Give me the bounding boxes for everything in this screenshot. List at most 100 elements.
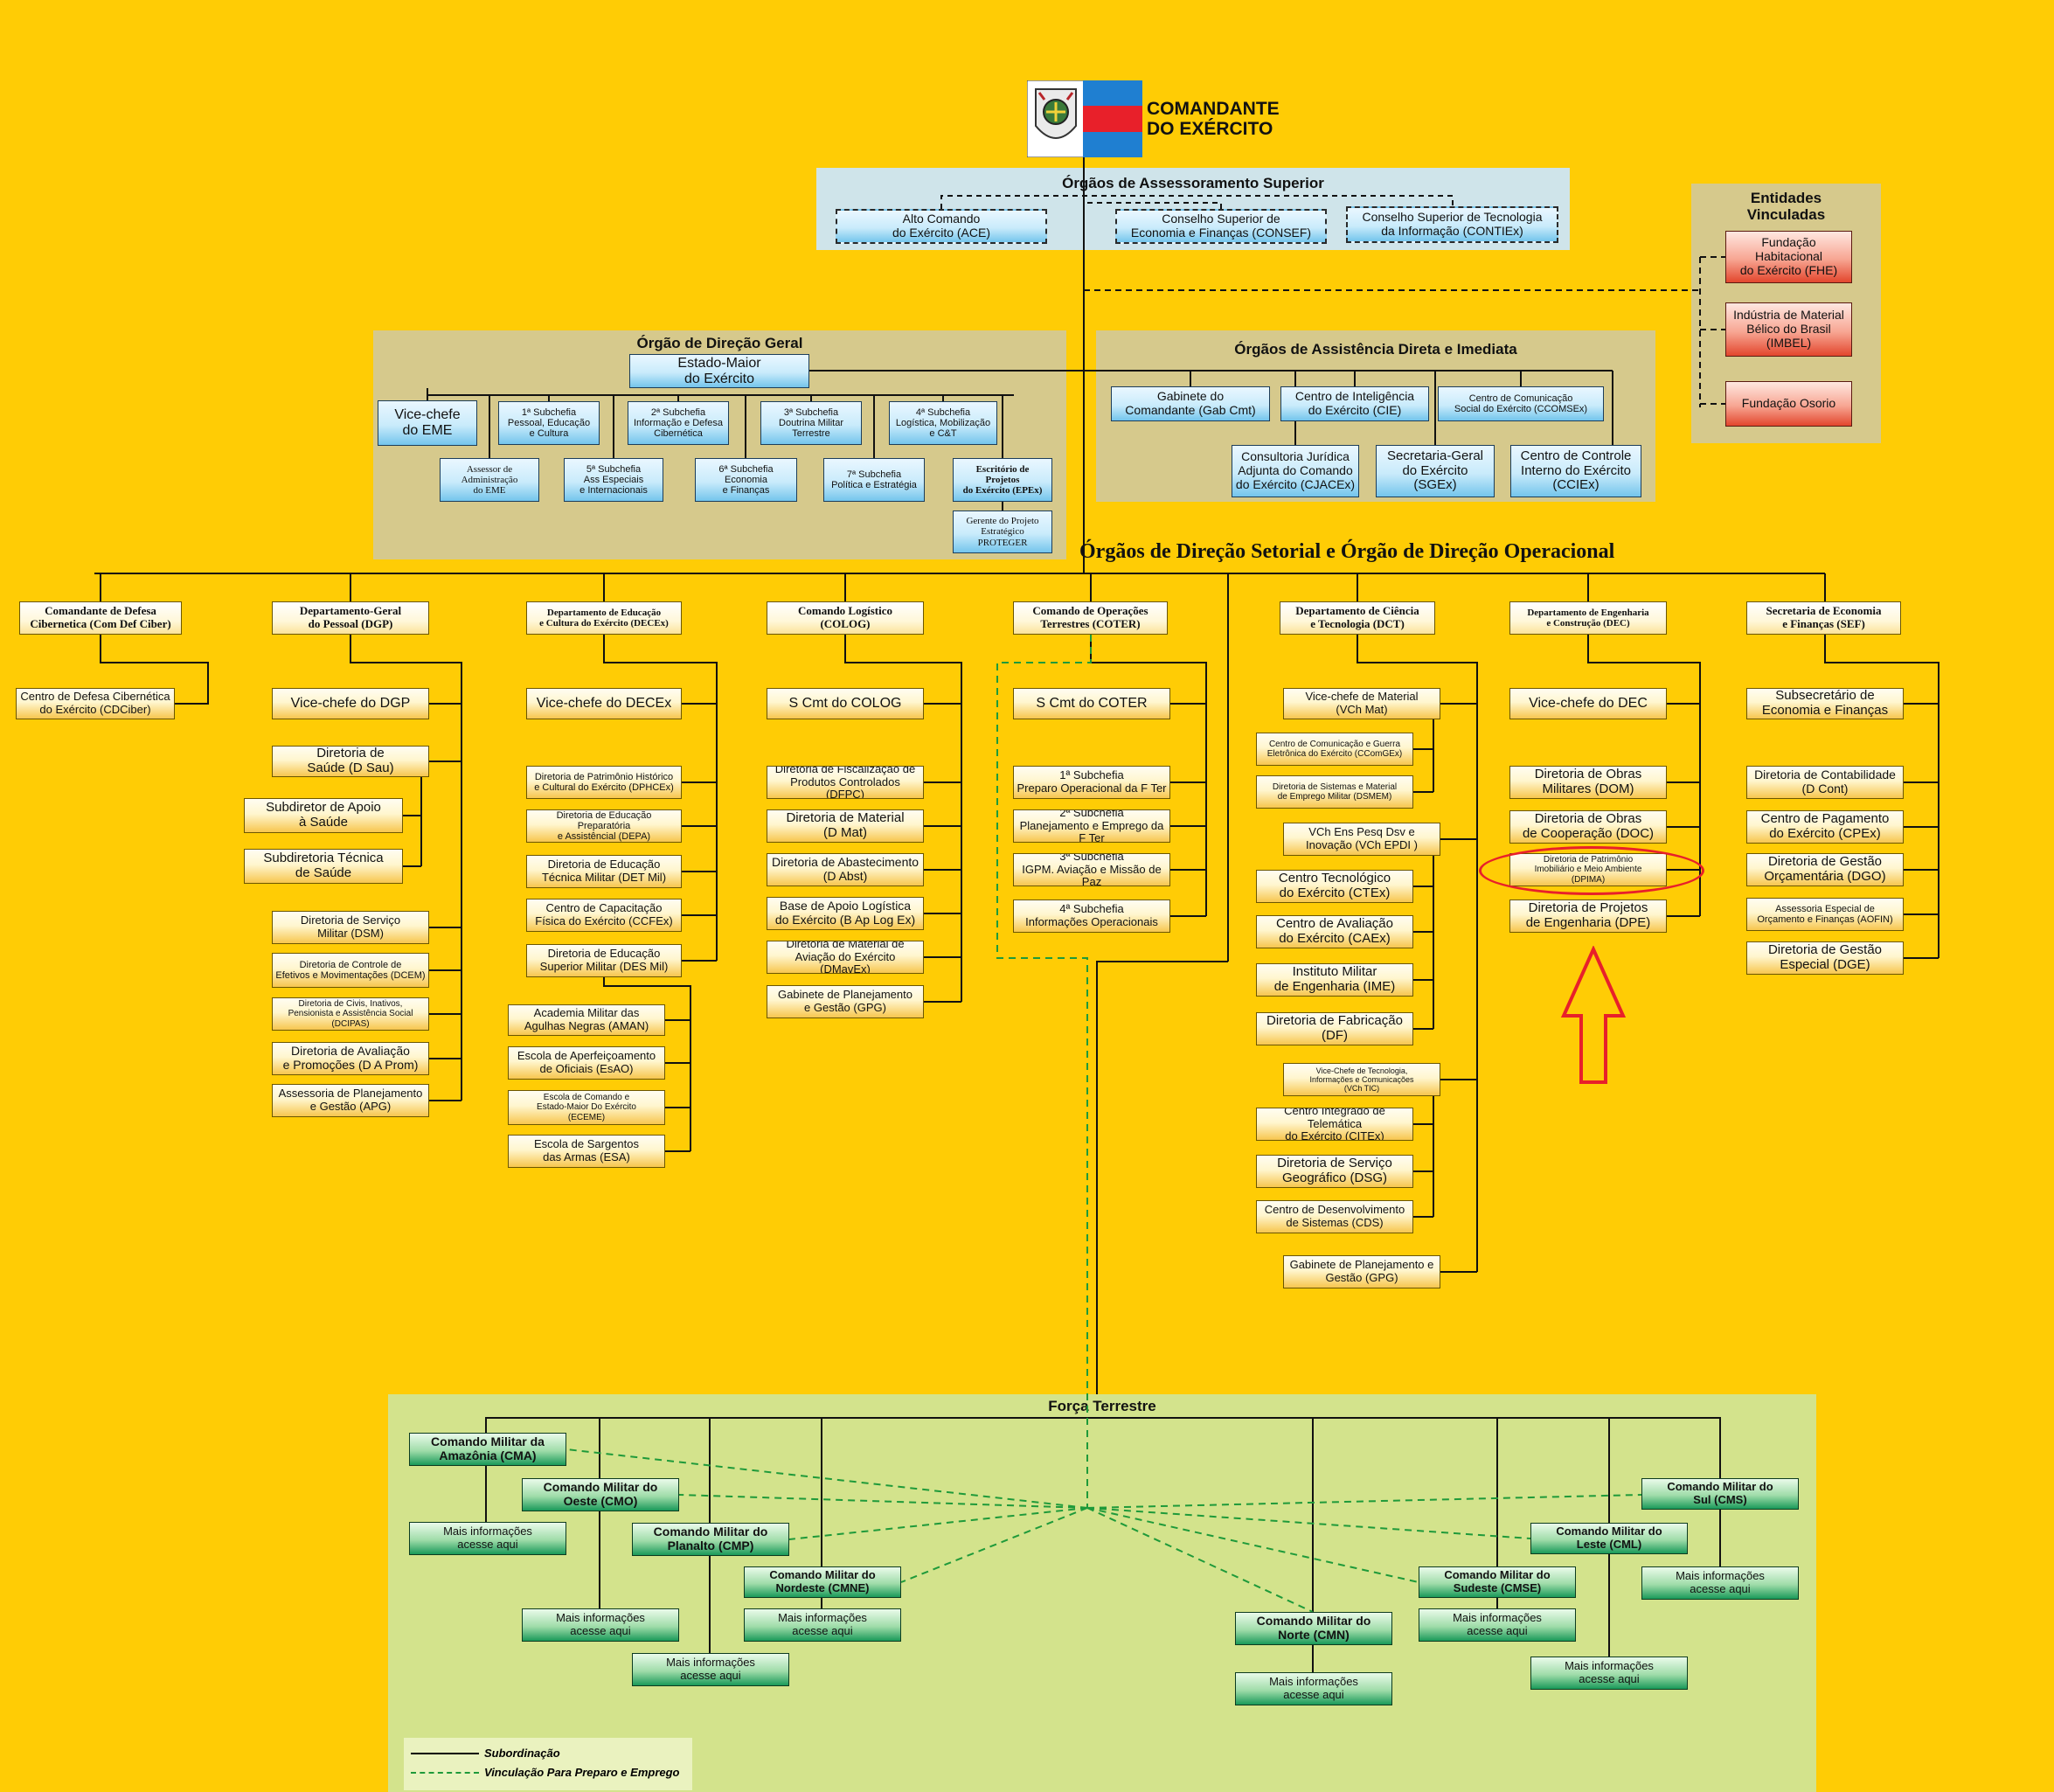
box-dphcex[interactable]: Diretoria de Patrimônio Histórico e Cult… [526,766,682,799]
box-4-subchefia-coter[interactable]: 4ª Subchefia Informações Operacionais [1013,899,1170,933]
box-cdciber[interactable]: Centro de Defesa Cibernética do Exército… [16,688,175,719]
box-esao[interactable]: Escola de Aperfeiçoamento de Oficiais (E… [508,1046,665,1080]
box-dgo[interactable]: Diretoria de Gestão Orçamentária (DGO) [1746,853,1904,886]
box-gpg-colog[interactable]: Gabinete de Planejamento e Gestão (GPG) [767,985,924,1018]
box-ime[interactable]: Instituto Militar de Engenharia (IME) [1256,963,1413,997]
head-com-def-ciber[interactable]: Comandante de Defesa Cibernetica (Com De… [19,601,182,635]
box-depa[interactable]: Diretoria de Educação Preparatória e Ass… [526,809,682,843]
more-info-cml[interactable]: Mais informações acesse aqui [1530,1657,1688,1690]
more-info-cmse[interactable]: Mais informações acesse aqui [1419,1608,1576,1642]
box-cjacex[interactable]: Consultoria Jurídica Adjunta do Comando … [1232,445,1359,497]
box-dpe[interactable]: Diretoria de Projetos de Engenharia (DPE… [1509,899,1667,933]
box-dom[interactable]: Diretoria de Obras Militares (DOM) [1509,766,1667,799]
box-d-cont[interactable]: Diretoria de Contabilidade (D Cont) [1746,766,1904,799]
box-cms[interactable]: Comando Militar do Sul (CMS) [1641,1478,1799,1510]
box-dsg[interactable]: Diretoria de Serviço Geográfico (DSG) [1256,1155,1413,1188]
box-esa[interactable]: Escola de Sargentos das Armas (ESA) [508,1135,665,1168]
box-aofin[interactable]: Assessoria Especial de Orçamento e Finan… [1746,898,1904,931]
box-vch-mat[interactable]: Vice-chefe de Material (VCh Mat) [1283,688,1440,719]
box-proteger[interactable]: Gerente do Projeto Estratégico PROTEGER [953,511,1052,553]
box-subdiretor-apoio-saude[interactable]: Subdiretor de Apoio à Saúde [244,798,403,833]
box-vice-chefe-dec[interactable]: Vice-chefe do DEC [1509,688,1667,719]
box-des-mil[interactable]: Diretoria de Educação Superior Militar (… [526,944,682,977]
more-info-cmne[interactable]: Mais informações acesse aqui [744,1608,901,1642]
box-caex[interactable]: Centro de Avaliação do Exército (CAEx) [1256,915,1413,948]
head-sef[interactable]: Secretaria de Economia e Finanças (SEF) [1746,601,1901,635]
head-dgp[interactable]: Departamento-Geral do Pessoal (DGP) [272,601,429,635]
box-3-subchefia-coter[interactable]: 3ª Subchefia IGPM. Aviação e Missão de P… [1013,853,1170,886]
box-3-subchefia[interactable]: 3ª Subchefia Doutrina Militar Terrestre [760,401,862,445]
box-dsm[interactable]: Diretoria de Serviço Militar (DSM) [272,911,429,944]
box-2-subchefia[interactable]: 2ª Subchefia Informação e Defesa Ciberné… [628,401,729,445]
head-dec[interactable]: Departamento de Engenharia e Construção … [1509,601,1667,635]
box-cmo[interactable]: Comando Militar do Oeste (CMO) [522,1478,679,1511]
box-cie[interactable]: Centro de Inteligência do Exército (CIE) [1280,386,1429,421]
box-vch-epdi[interactable]: VCh Ens Pesq Dsv e Inovação (VCh EPDI ) [1283,823,1440,856]
box-epex[interactable]: Escritório de Projetos do Exército (EPEx… [953,458,1052,502]
more-info-cmo[interactable]: Mais informações acesse aqui [522,1608,679,1642]
box-1-subchefia[interactable]: 1ª Subchefia Pessoal, Educação e Cultura [498,401,600,445]
box-cpex[interactable]: Centro de Pagamento do Exército (CPEx) [1746,810,1904,844]
box-d-sau[interactable]: Diretoria de Saúde (D Sau) [272,746,429,777]
box-eceme[interactable]: Escola de Comando e Estado-Maior Do Exér… [508,1090,665,1125]
box-gpg-dct[interactable]: Gabinete de Planejamento e Gestão (GPG) [1283,1255,1440,1288]
more-info-cmn[interactable]: Mais informações acesse aqui [1235,1672,1392,1705]
box-dmavex[interactable]: Diretoria de Material de Aviação do Exér… [767,941,924,974]
box-contiex[interactable]: Conselho Superior de Tecnologia da Infor… [1346,206,1558,243]
box-dcem[interactable]: Diretoria de Controle de Efetivos e Movi… [272,953,429,988]
head-decex[interactable]: Departamento de Educação e Cultura do Ex… [526,601,682,635]
box-d-a-prom[interactable]: Diretoria de Avaliação e Promoções (D A … [272,1042,429,1075]
box-s-cmt-colog[interactable]: S Cmt do COLOG [767,688,924,719]
box-4-subchefia[interactable]: 4ª Subchefia Logística, Mobilização e C&… [889,401,997,445]
box-ctex[interactable]: Centro Tecnológico do Exército (CTEx) [1256,870,1413,903]
box-assessor-adm-eme[interactable]: Assessor de Administração do EME [440,458,539,502]
box-dge[interactable]: Diretoria de Gestão Especial (DGE) [1746,941,1904,975]
box-cciex[interactable]: Centro de Controle Interno do Exército (… [1510,445,1641,497]
box-fundacao-osorio[interactable]: Fundação Osorio [1725,381,1852,427]
box-eme[interactable]: Estado-Maior do Exército [629,354,809,388]
box-vch-tic[interactable]: Vice-Chefe de Tecnologia, Informações e … [1283,1063,1440,1096]
box-cml[interactable]: Comando Militar do Leste (CML) [1530,1523,1688,1554]
box-d-mat[interactable]: Diretoria de Material (D Mat) [767,809,924,843]
head-colog[interactable]: Comando Logístico (COLOG) [767,601,924,635]
box-sgex[interactable]: Secretaria-Geral do Exército (SGEx) [1376,445,1495,497]
box-imbel[interactable]: Indústria de Material Bélico do Brasil (… [1725,302,1852,357]
more-info-cmp[interactable]: Mais informações acesse aqui [632,1653,789,1686]
box-df[interactable]: Diretoria de Fabricação (DF) [1256,1012,1413,1045]
box-vice-chefe-dgp[interactable]: Vice-chefe do DGP [272,688,429,719]
box-gab-cmt[interactable]: Gabinete do Comandante (Gab Cmt) [1111,386,1270,421]
box-apg[interactable]: Assessoria de Planejamento e Gestão (APG… [272,1084,429,1117]
box-cmne[interactable]: Comando Militar do Nordeste (CMNE) [744,1566,901,1598]
box-subsecretario-sef[interactable]: Subsecretário de Economia e Finanças [1746,688,1904,719]
box-dfpc[interactable]: Diretoria de Fiscalização de Produtos Co… [767,766,924,799]
box-2-subchefia-coter[interactable]: 2ª Subchefia Planejamento e Emprego da F… [1013,809,1170,843]
box-7-subchefia[interactable]: 7ª Subchefia Política e Estratégia [823,458,925,502]
box-subdiretoria-tecnica-saude[interactable]: Subdiretoria Técnica de Saúde [244,849,403,884]
more-info-cms[interactable]: Mais informações acesse aqui [1641,1566,1799,1600]
box-vice-chefe-decex[interactable]: Vice-chefe do DECEx [526,688,682,719]
box-cds[interactable]: Centro de Desenvolvimento de Sistemas (C… [1256,1200,1413,1233]
box-ccomsex[interactable]: Centro de Comunicação Social do Exército… [1438,386,1604,421]
box-ace[interactable]: Alto Comando do Exército (ACE) [836,209,1047,244]
box-det-mil[interactable]: Diretoria de Educação Técnica Militar (D… [526,855,682,888]
box-aman[interactable]: Academia Militar das Agulhas Negras (AMA… [508,1004,665,1036]
box-citex[interactable]: Centro Integrado de Telemática do Exérci… [1256,1108,1413,1141]
box-dsmem[interactable]: Diretoria de Sistemas e Material de Empr… [1256,775,1413,809]
box-cmse[interactable]: Comando Militar do Sudeste (CMSE) [1419,1566,1576,1598]
box-ccomgex[interactable]: Centro de Comunicação e Guerra Eletrônic… [1256,733,1413,766]
box-cmp[interactable]: Comando Militar do Planalto (CMP) [632,1523,789,1556]
box-s-cmt-coter[interactable]: S Cmt do COTER [1013,688,1170,719]
box-consef[interactable]: Conselho Superior de Economia e Finanças… [1115,209,1327,244]
box-6-subchefia[interactable]: 6ª Subchefia Economia e Finanças [695,458,797,502]
box-doc[interactable]: Diretoria de Obras de Cooperação (DOC) [1509,810,1667,844]
box-fhe[interactable]: Fundação Habitacional do Exército (FHE) [1725,231,1852,283]
more-info-cma[interactable]: Mais informações acesse aqui [409,1522,566,1555]
box-5-subchefia[interactable]: 5ª Subchefia Ass Especiais e Internacion… [564,458,663,502]
head-coter[interactable]: Comando de Operações Terrestres (COTER) [1013,601,1168,635]
box-cma[interactable]: Comando Militar da Amazônia (CMA) [409,1433,566,1466]
box-dcipas[interactable]: Diretoria de Civis, Inativos, Pensionist… [272,997,429,1031]
box-d-abst[interactable]: Diretoria de Abastecimento (D Abst) [767,853,924,886]
box-cmn[interactable]: Comando Militar do Norte (CMN) [1235,1612,1392,1645]
box-ccfex[interactable]: Centro de Capacitação Física do Exército… [526,899,682,932]
box-vice-chefe-eme[interactable]: Vice-chefe do EME [378,400,477,446]
